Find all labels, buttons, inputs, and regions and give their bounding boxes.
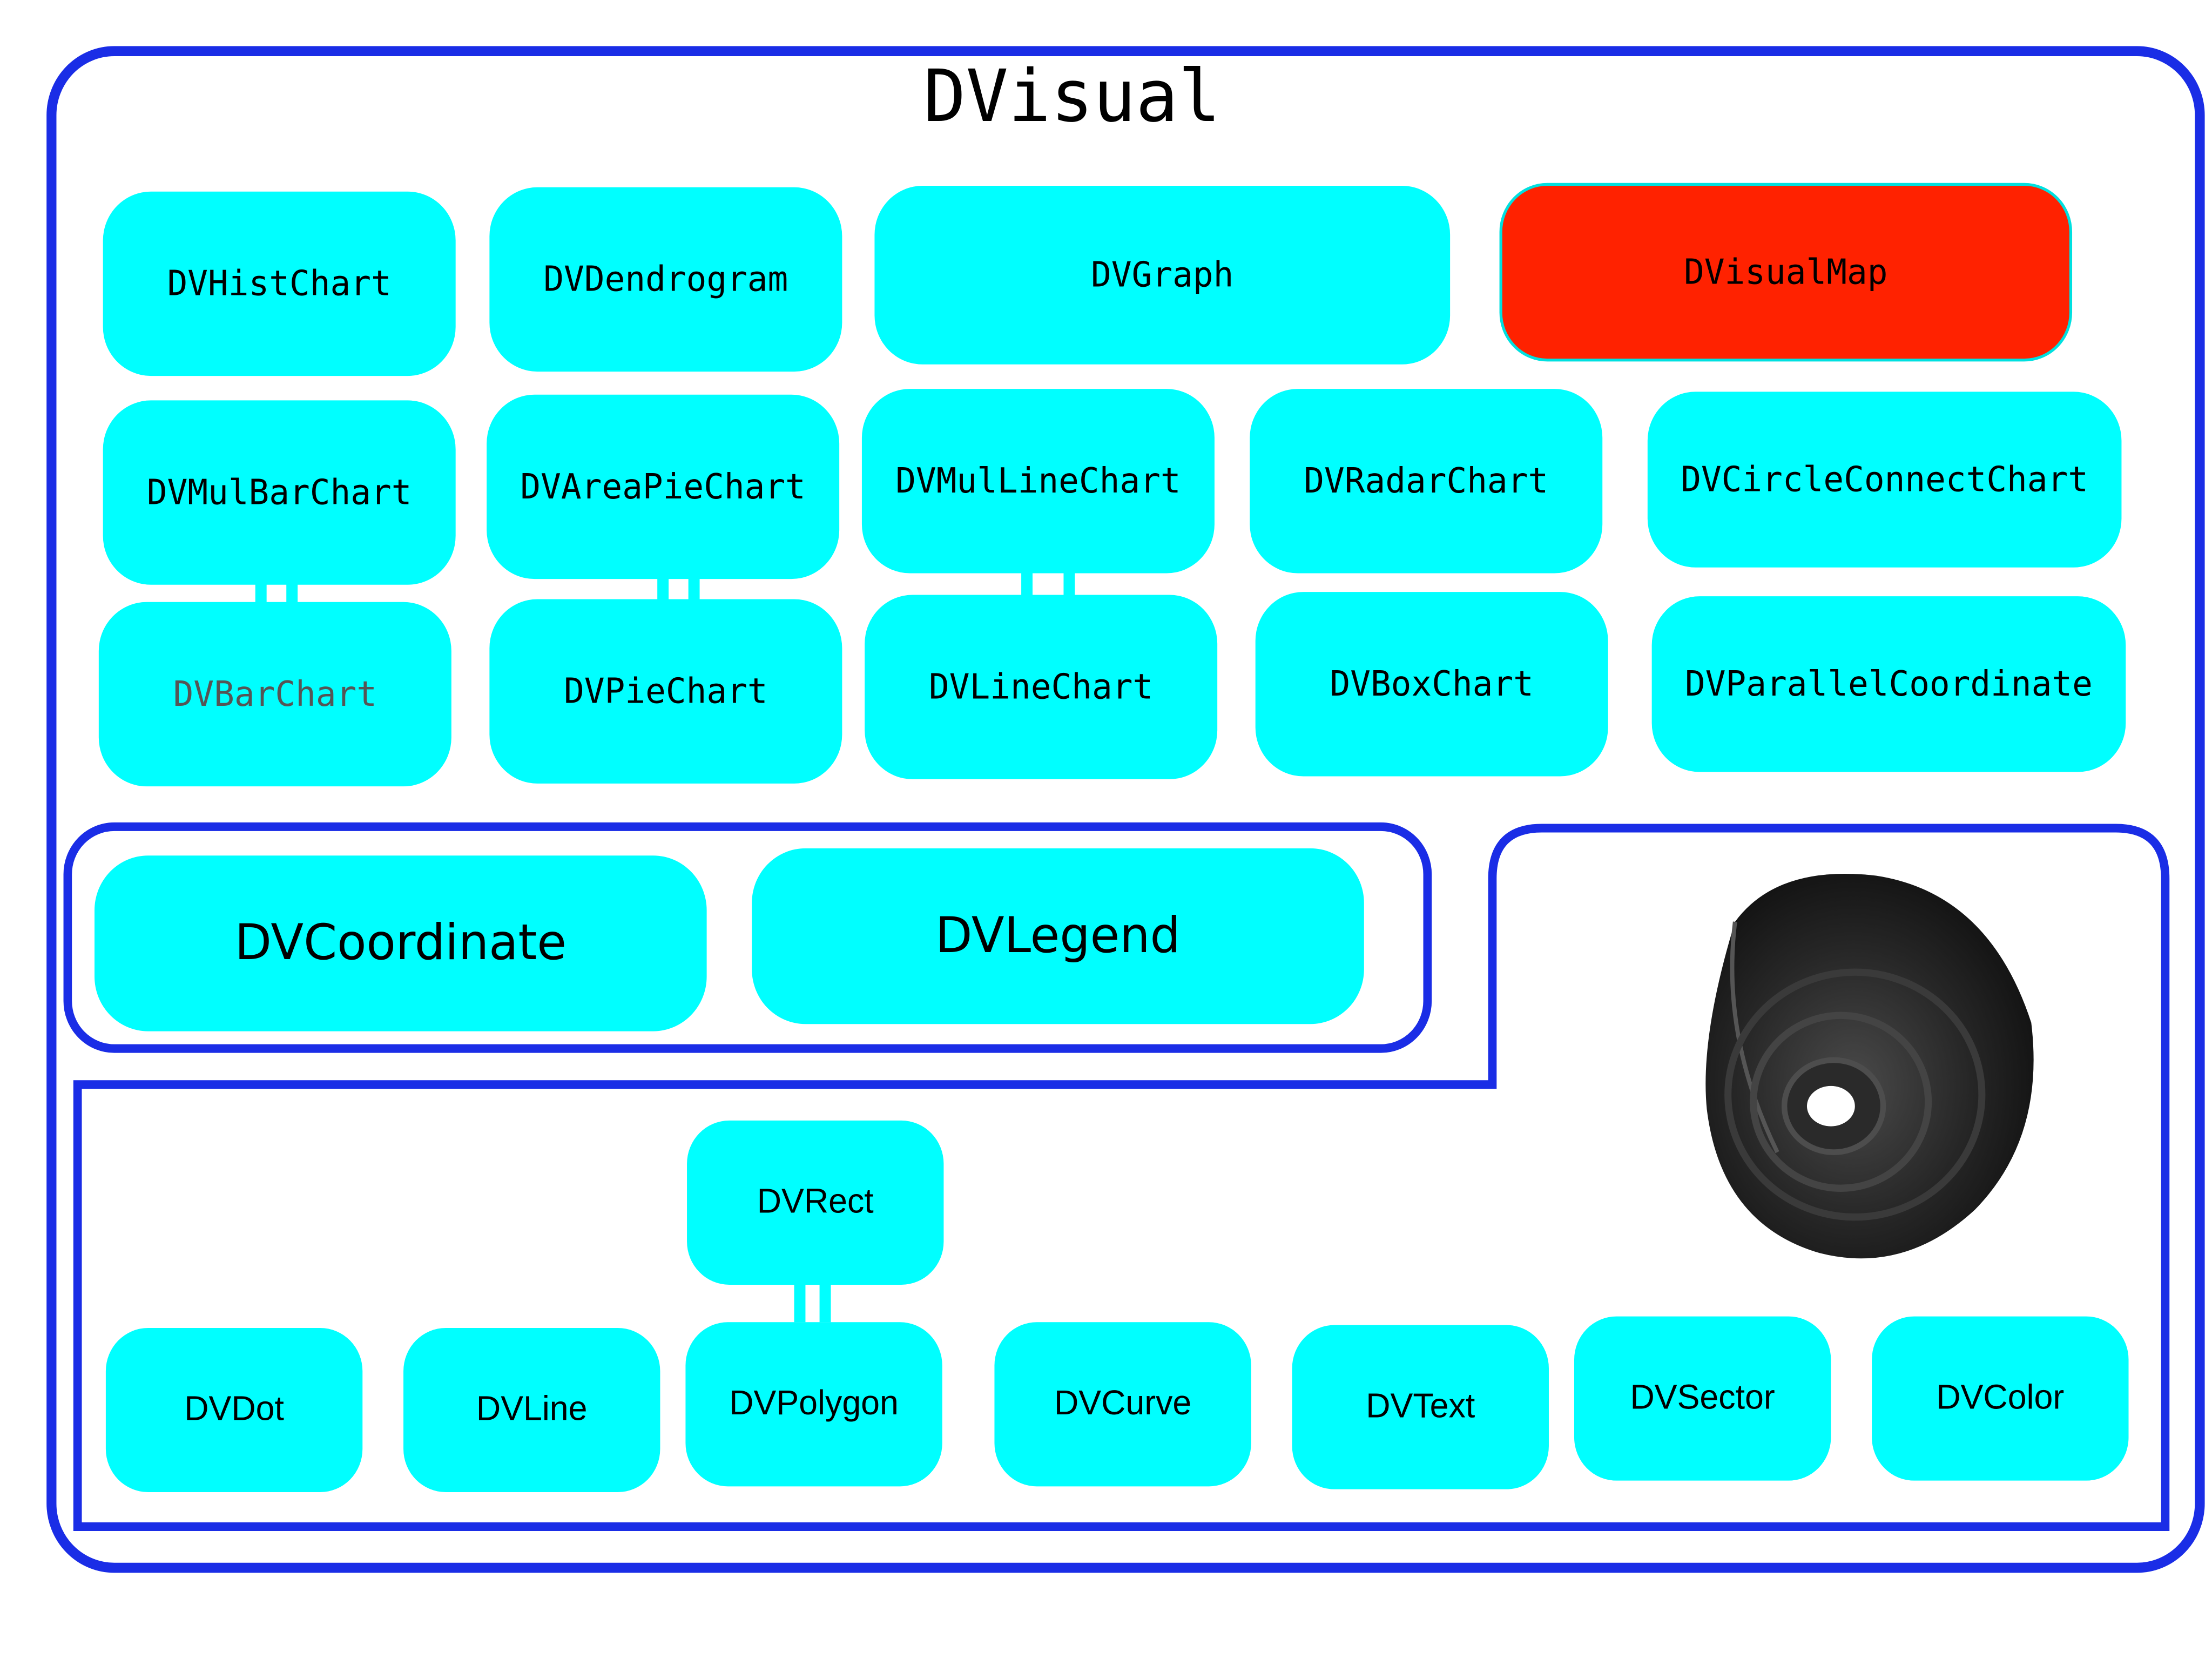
dvisual-outer-frame — [46, 46, 2205, 1573]
node-dvareapiechart[interactable]: DVAreaPieChart — [487, 394, 840, 579]
node-dvlegend[interactable]: DVLegend — [752, 848, 1364, 1024]
node-dvcolor[interactable]: DVColor — [1872, 1316, 2129, 1481]
node-dvcoordinate[interactable]: DVCoordinate — [95, 855, 707, 1031]
node-dvparallelcoordinate[interactable]: DVParallelCoordinate — [1651, 596, 2126, 772]
node-dvdot[interactable]: DVDot — [105, 1327, 363, 1493]
connector — [794, 1284, 806, 1323]
node-dvpiechart[interactable]: DVPieChart — [489, 599, 842, 784]
connector — [1021, 570, 1033, 597]
node-dvmulbarchart[interactable]: DVMulBarChart — [103, 400, 456, 585]
node-dvlinechart[interactable]: DVLineChart — [865, 595, 1218, 779]
node-dvboxchart[interactable]: DVBoxChart — [1255, 592, 1608, 777]
node-dvbarchart[interactable]: DVBarChart — [98, 602, 451, 787]
diagram-title: DVisual — [923, 55, 1221, 139]
node-dvdendrogram[interactable]: DVDendrogram — [489, 187, 842, 372]
spiral-shape-image — [1705, 873, 2034, 1259]
coordinate-legend-group-frame — [63, 822, 1432, 1053]
connector — [255, 582, 267, 605]
node-dvrect[interactable]: DVRect — [687, 1120, 944, 1285]
node-dvgraph[interactable]: DVGraph — [874, 186, 1451, 365]
node-dvcircleconnectchart[interactable]: DVCircleConnectChart — [1647, 392, 2122, 568]
node-dvcurve[interactable]: DVCurve — [994, 1322, 1251, 1487]
node-dvpolygon[interactable]: DVPolygon — [685, 1322, 942, 1487]
node-dvhistchart[interactable]: DVHistChart — [103, 191, 456, 376]
connector — [657, 576, 669, 602]
node-dvtext[interactable]: DVText — [1292, 1325, 1549, 1489]
connector — [1063, 570, 1075, 597]
node-dvradarchart[interactable]: DVRadarChart — [1250, 389, 1603, 574]
node-dvisualmap[interactable]: DVisualMap — [1499, 183, 2073, 362]
connector — [286, 582, 298, 605]
node-dvmullinechart[interactable]: DVMulLineChart — [861, 389, 1215, 574]
node-dvline[interactable]: DVLine — [403, 1327, 660, 1493]
connector — [819, 1284, 831, 1323]
connector — [688, 576, 700, 602]
node-dvsector[interactable]: DVSector — [1574, 1316, 1831, 1481]
